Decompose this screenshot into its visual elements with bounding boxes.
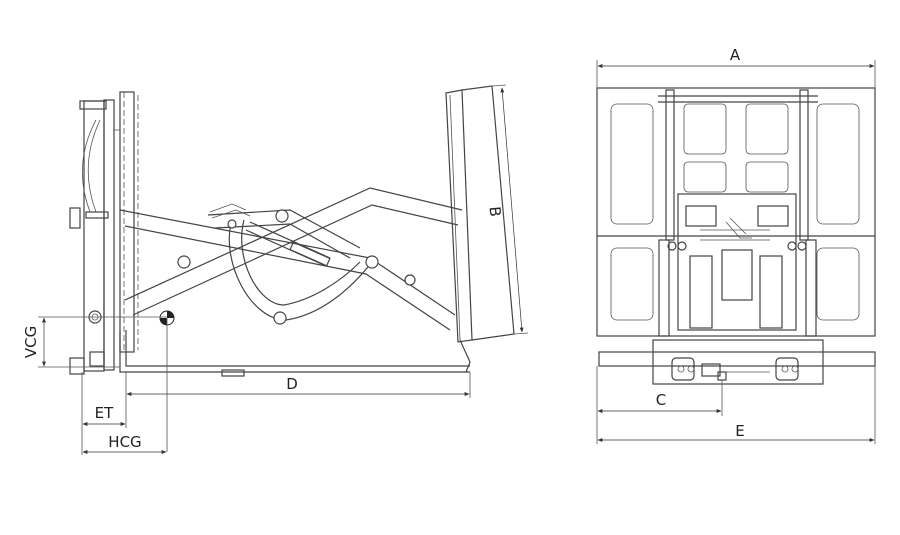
mechanism-front bbox=[667, 193, 807, 331]
label-et: ET bbox=[95, 404, 114, 422]
side-view: VCG ET HCG D B bbox=[22, 84, 529, 455]
dimension-hcg: HCG bbox=[82, 433, 167, 454]
push-plate-front bbox=[596, 87, 876, 337]
dimension-c: C bbox=[596, 366, 723, 444]
carriage-front bbox=[598, 239, 876, 385]
push-plate bbox=[445, 85, 515, 373]
dimension-a: A bbox=[596, 46, 876, 88]
label-e: E bbox=[735, 422, 744, 440]
dimension-b: B bbox=[486, 84, 529, 335]
fork bbox=[119, 330, 470, 377]
scissor-linkage bbox=[119, 187, 463, 331]
label-c: C bbox=[656, 391, 666, 409]
label-d: D bbox=[286, 375, 298, 393]
carriage-frame bbox=[69, 91, 139, 375]
dimension-et: ET bbox=[81, 372, 127, 455]
label-vcg: VCG bbox=[22, 326, 40, 358]
dimension-e: E bbox=[597, 366, 876, 444]
label-a: A bbox=[730, 46, 741, 64]
dimension-d: D bbox=[126, 372, 471, 398]
center-of-gravity-icon bbox=[159, 310, 175, 452]
front-view: A C E bbox=[596, 46, 876, 444]
label-hcg: HCG bbox=[108, 433, 141, 451]
label-b: B bbox=[486, 206, 505, 218]
dimension-vcg: VCG bbox=[22, 316, 167, 368]
